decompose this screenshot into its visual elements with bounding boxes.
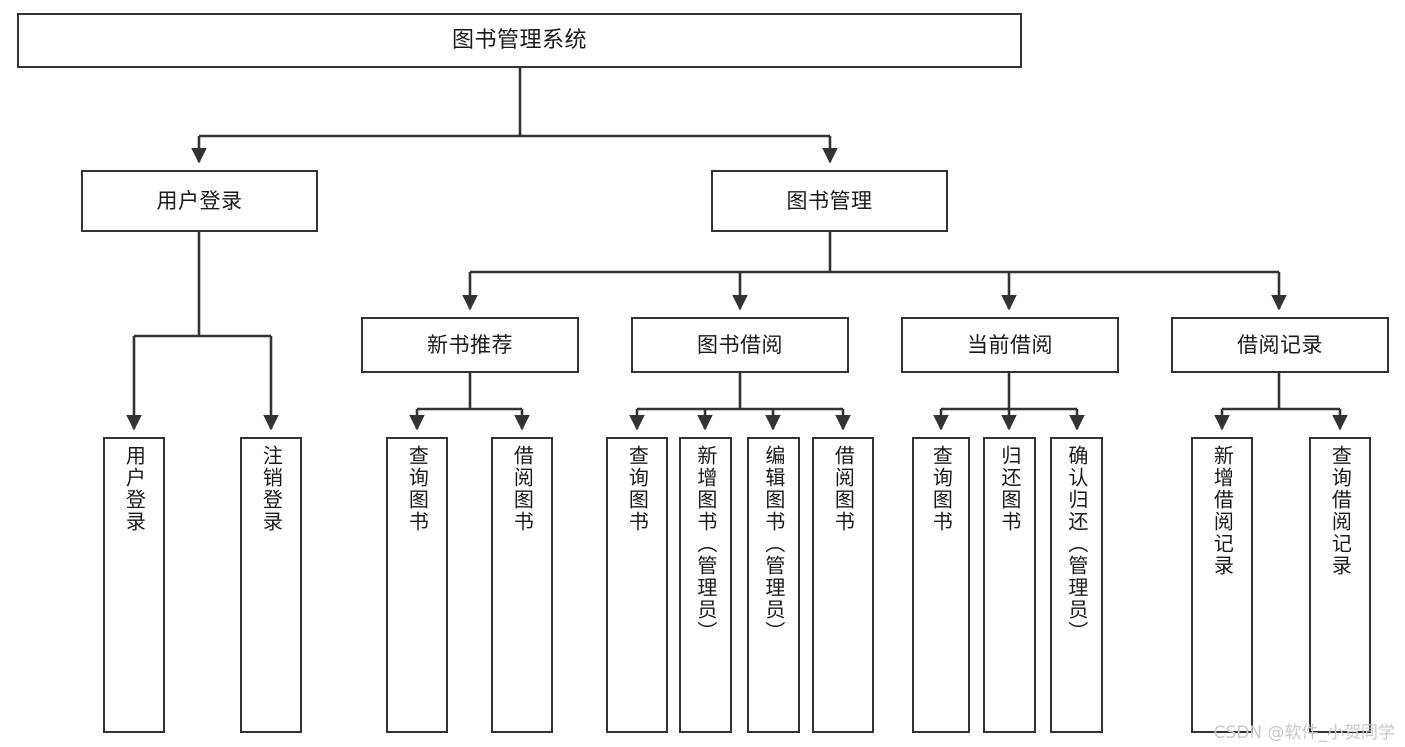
node-leaf-borrow-book[interactable]: 借阅图书 (812, 437, 874, 733)
node-label: 归还图书 (997, 445, 1022, 533)
node-label: 图书管理 (786, 188, 873, 213)
node-leaf-query-book-current[interactable]: 查询图书 (912, 437, 970, 733)
node-leaf-query-book-borrowing[interactable]: 查询图书 (606, 437, 668, 733)
node-label: 查询图书 (625, 445, 650, 533)
node-label: 借阅图书 (510, 445, 535, 533)
node-label: 借阅图书 (831, 445, 856, 533)
node-leaf-edit-book[interactable]: 编辑图书（管理员） (747, 437, 800, 733)
node-borrowing-records[interactable]: 借阅记录 (1171, 317, 1389, 373)
node-book-management[interactable]: 图书管理 (711, 170, 948, 232)
node-label: 新增图书（管理员） (693, 445, 718, 643)
node-label: 图书管理系统 (451, 27, 587, 53)
node-label: 当前借阅 (967, 332, 1053, 357)
node-leaf-add-borrow-record[interactable]: 新增借阅记录 (1191, 437, 1253, 733)
node-label: 查询借阅记录 (1328, 445, 1353, 577)
node-label: 新书推荐 (427, 332, 513, 357)
node-leaf-confirm-return[interactable]: 确认归还（管理员） (1050, 437, 1103, 733)
node-new-book-recommendation[interactable]: 新书推荐 (361, 317, 579, 373)
node-book-borrowing[interactable]: 图书借阅 (631, 317, 849, 373)
node-leaf-user-login[interactable]: 用户登录 (103, 437, 165, 733)
node-label: 查询图书 (929, 445, 954, 533)
node-label: 图书借阅 (697, 332, 783, 357)
node-label: 新增借阅记录 (1210, 445, 1235, 577)
node-leaf-add-book[interactable]: 新增图书（管理员） (679, 437, 732, 733)
node-label: 确认归还（管理员） (1064, 445, 1089, 643)
node-root-book-management-system[interactable]: 图书管理系统 (17, 13, 1022, 68)
node-label: 用户登录 (122, 445, 147, 533)
node-current-borrowing[interactable]: 当前借阅 (901, 317, 1119, 373)
node-label: 编辑图书（管理员） (761, 445, 786, 643)
node-label: 借阅记录 (1237, 332, 1323, 357)
node-user-login[interactable]: 用户登录 (81, 170, 318, 232)
node-label: 查询图书 (405, 445, 430, 533)
node-leaf-return-book[interactable]: 归还图书 (983, 437, 1036, 733)
node-leaf-query-book-recommendation[interactable]: 查询图书 (386, 437, 448, 733)
node-label: 用户登录 (156, 188, 243, 213)
node-leaf-logout[interactable]: 注销登录 (240, 437, 302, 733)
node-leaf-borrow-book-recommendation[interactable]: 借阅图书 (491, 437, 553, 733)
node-label: 注销登录 (259, 445, 284, 533)
watermark-text: CSDN @软件_小贺同学 (1213, 723, 1395, 743)
node-leaf-query-borrow-record[interactable]: 查询借阅记录 (1309, 437, 1371, 733)
